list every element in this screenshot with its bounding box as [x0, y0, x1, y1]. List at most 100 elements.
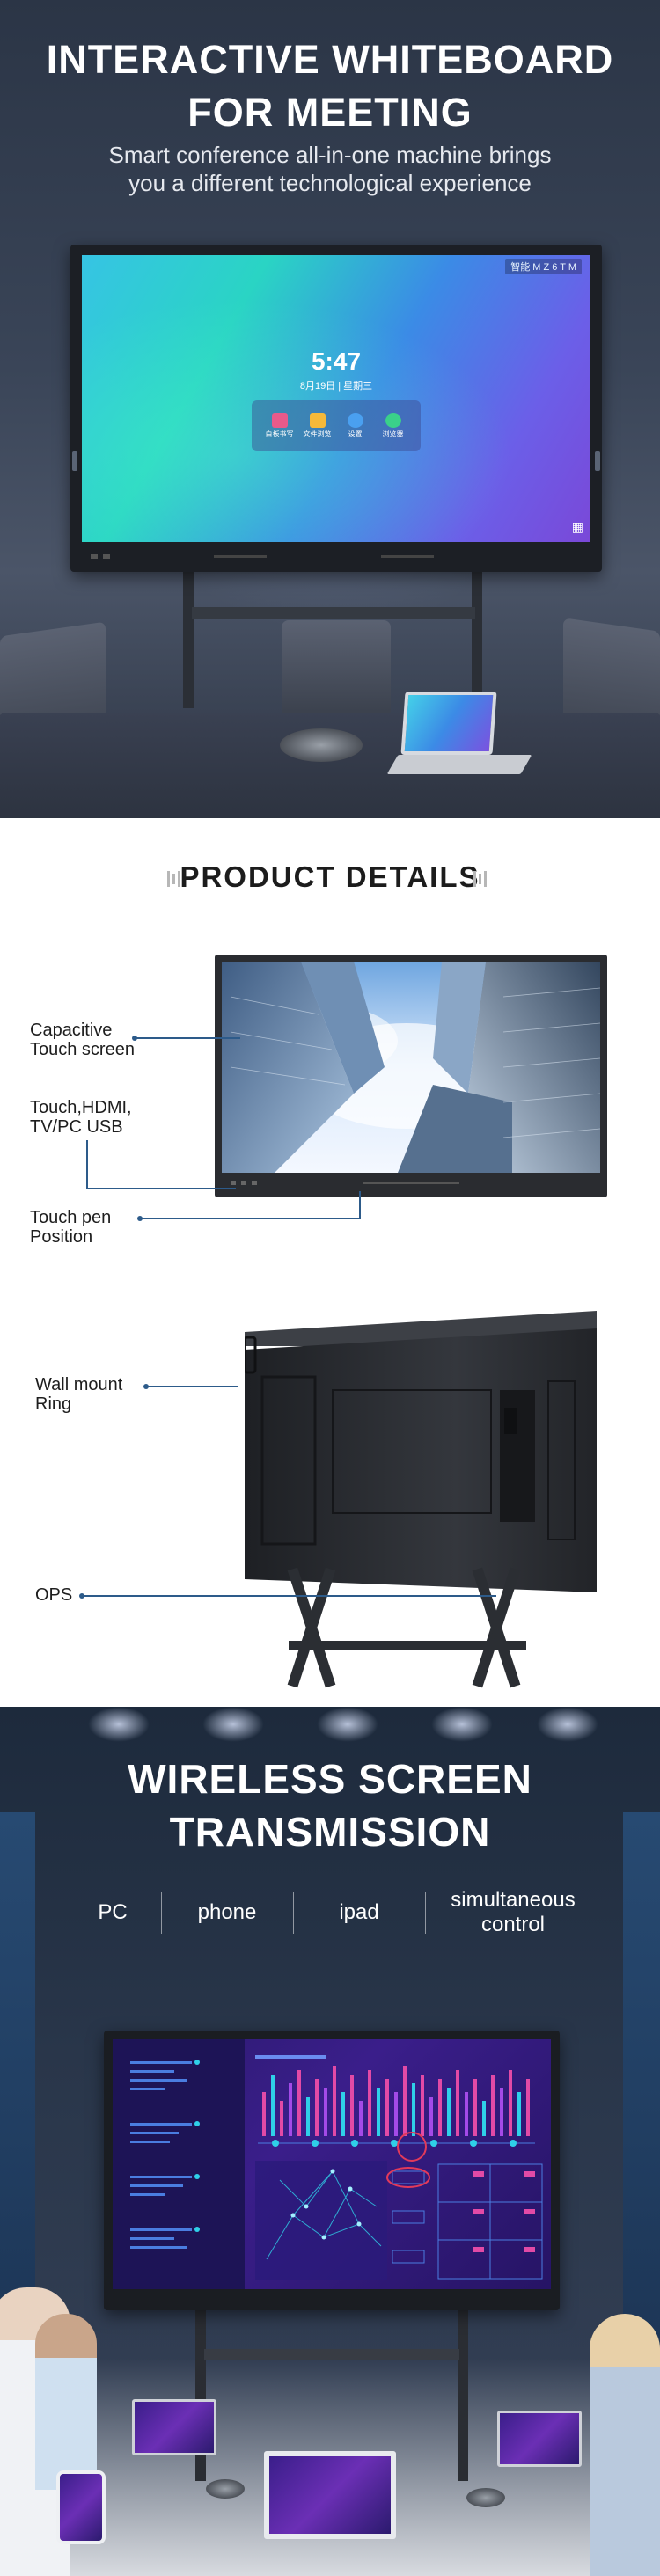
- wireless-whiteboard: [104, 2031, 560, 2310]
- grid-icon: ▦: [571, 520, 583, 534]
- gear-app-icon: [347, 413, 363, 428]
- board-front-ports: [91, 554, 434, 559]
- interactive-whiteboard: 智能 M Z 6 T M 5:47 8月19日 | 星期三 白板书写 文件浏览 …: [70, 245, 602, 572]
- conference-speaker: [280, 728, 363, 762]
- callout-touch-screen: Capacitive Touch screen: [30, 1021, 135, 1059]
- callout-line: [86, 1188, 236, 1189]
- screen-badge: 智能 M Z 6 T M: [505, 259, 582, 274]
- board-stand-left: [183, 567, 194, 708]
- feature-pc: PC: [98, 1900, 128, 1924]
- speaker-right: [466, 2488, 505, 2507]
- hero-title-line2: FOR MEETING: [187, 90, 473, 135]
- whiteboard-screen: 智能 M Z 6 T M 5:47 8月19日 | 星期三 白板书写 文件浏览 …: [82, 255, 590, 542]
- hero-subtitle: Smart conference all-in-one machine brin…: [0, 141, 660, 197]
- feature-text-line: control: [480, 1913, 546, 1936]
- ceiling-light: [202, 1707, 264, 1742]
- callout-line: [83, 1595, 496, 1597]
- callout-text-line: TV/PC USB: [30, 1117, 123, 1137]
- callout-text-line: Capacitive: [30, 1021, 113, 1040]
- callout-dot: [79, 1593, 84, 1599]
- callout-touch-pen: Touch pen Position: [30, 1208, 111, 1247]
- laptop-left: [132, 2399, 216, 2455]
- person-left-woman: [35, 2314, 97, 2490]
- back-stand-crossbar: [289, 1641, 526, 1650]
- panel-back-body: [245, 1328, 597, 1592]
- ceiling-light: [317, 1707, 378, 1742]
- panel-screen-image: [222, 962, 600, 1173]
- wireless-title-line2: TRANSMISSION: [169, 1809, 491, 1855]
- folder-app-icon: [309, 413, 326, 428]
- panel-back-details: [245, 1336, 576, 1546]
- tablet-center: [264, 2451, 396, 2539]
- dock-app-label: 设置: [348, 429, 363, 438]
- title-decoration-right: [473, 871, 493, 890]
- skyscraper-image: [222, 962, 600, 1173]
- callout-text-line: Position: [30, 1227, 93, 1247]
- callout-line: [86, 1140, 88, 1189]
- laptop-keyboard: [386, 755, 532, 774]
- feature-simultaneous-control: simultaneous control: [434, 1884, 592, 1941]
- callout-text-line: Touch screen: [30, 1040, 135, 1059]
- dashboard-graphic: [113, 2039, 543, 2289]
- dock-app-label: 文件浏览: [303, 429, 332, 438]
- panel-front-ports: [231, 1181, 459, 1185]
- feature-divider: [425, 1892, 426, 1934]
- feature-list: PC phone ipad simultaneous control: [77, 1884, 605, 1941]
- panel-back-view: [236, 1302, 605, 1688]
- panel-front-view: [215, 955, 607, 1197]
- wireless-section: WIRELESS SCREEN TRANSMISSION PC phone ip…: [0, 1707, 660, 2576]
- feature-divider: [161, 1892, 162, 1934]
- person-right-woman: [590, 2314, 660, 2576]
- wboard-stand-bar: [204, 2349, 459, 2360]
- wall-panel-right: [623, 1812, 660, 2393]
- feature-divider: [293, 1892, 294, 1934]
- callout-line: [147, 1386, 238, 1387]
- browser-app-icon: [385, 413, 401, 428]
- callout-text-line: Touch,HDMI,: [30, 1098, 132, 1117]
- callout-text-line: Touch pen: [30, 1208, 112, 1227]
- laptop-right: [497, 2411, 582, 2467]
- callout-line: [359, 1191, 361, 1219]
- dock-app-label: 浏览器: [382, 429, 404, 438]
- whiteboard-app-icon: [271, 413, 288, 428]
- dock-app-browser: 浏览器: [378, 413, 409, 439]
- hero-section: INTERACTIVE WHITEBOARD FOR MEETING Smart…: [0, 0, 660, 818]
- dock-app-label: 白板书写: [265, 429, 294, 438]
- callout-dot: [137, 1216, 143, 1221]
- wireless-title: WIRELESS SCREEN TRANSMISSION: [0, 1753, 660, 1858]
- board-stand-right: [472, 567, 482, 708]
- product-details-section: PRODUCT DETAILS: [0, 818, 660, 1707]
- callout-text-line: Wall mount: [35, 1375, 123, 1394]
- laptop-screen: [400, 692, 497, 755]
- feature-phone: phone: [197, 1900, 257, 1924]
- callout-line: [141, 1218, 361, 1219]
- callout-line: [135, 1037, 240, 1039]
- phone-left: [56, 2470, 106, 2544]
- dashboard-screen: [113, 2039, 551, 2289]
- dock-app-whiteboard: 白板书写: [264, 413, 296, 439]
- side-button-right: [595, 451, 600, 471]
- wboard-stand-right: [458, 2305, 468, 2481]
- callout-ports: Touch,HDMI, TV/PC USB: [30, 1098, 132, 1137]
- dock-app-settings: 设置: [340, 413, 371, 439]
- dock-app-files: 文件浏览: [302, 413, 334, 439]
- details-title: PRODUCT DETAILS: [180, 860, 480, 893]
- screen-date: 8月19日 | 星期三: [299, 381, 373, 392]
- hero-title-line1: INTERACTIVE WHITEBOARD: [46, 37, 614, 82]
- speaker-left: [206, 2479, 245, 2499]
- wireless-title-line1: WIRELESS SCREEN: [128, 1756, 532, 1802]
- callout-dot: [143, 1384, 149, 1389]
- feature-text-line: simultaneous: [451, 1888, 576, 1912]
- hero-subtitle-line2: you a different technological experience: [128, 170, 532, 196]
- hero-title: INTERACTIVE WHITEBOARD FOR MEETING: [0, 33, 660, 139]
- chair-center: [282, 620, 391, 717]
- callout-ops: OPS: [35, 1585, 73, 1605]
- ceiling-light: [537, 1707, 598, 1742]
- feature-ipad: ipad: [339, 1900, 379, 1924]
- ceiling-light: [88, 1707, 150, 1742]
- side-button-left: [72, 451, 77, 471]
- callout-wall-mount: Wall mount Ring: [35, 1375, 122, 1414]
- app-dock: 白板书写 文件浏览 设置 浏览器: [252, 400, 421, 451]
- title-decoration-left: [167, 871, 187, 890]
